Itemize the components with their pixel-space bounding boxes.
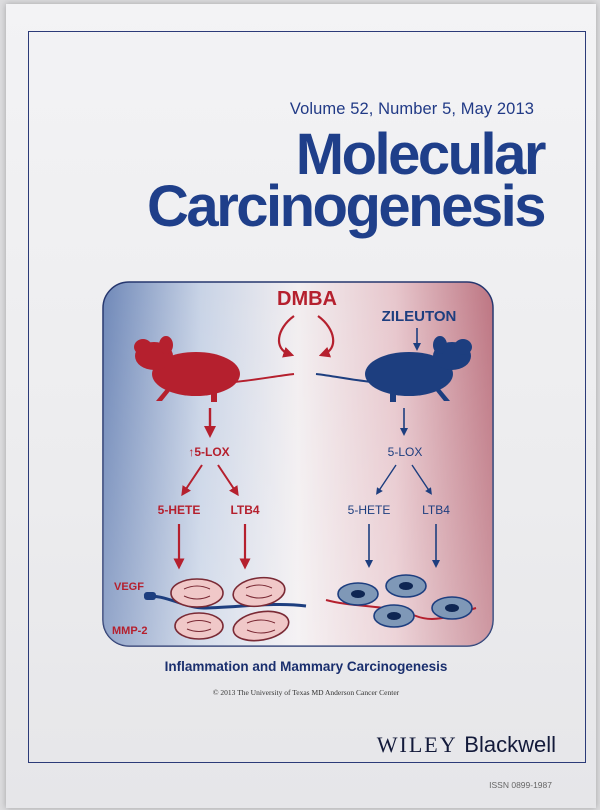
left-arrow-2a xyxy=(181,464,203,497)
publisher-sub: Blackwell xyxy=(464,732,556,757)
cover-figure: DMBA ZILEUTON ↑5-LOX xyxy=(102,281,494,647)
figure-caption: Inflammation and Mammary Carcinogenesis xyxy=(164,659,448,674)
cover-frame xyxy=(28,31,586,763)
journal-cover: Volume 52, Number 5, May 2013 Molecular … xyxy=(6,4,596,808)
left-arrow-2b xyxy=(217,464,239,497)
publisher-logo: WILEY Blackwell xyxy=(377,732,556,758)
issue-info: Volume 52, Number 5, May 2013 xyxy=(289,100,534,118)
right-enzyme: 5-LOX xyxy=(388,445,423,459)
issn-label: ISSN 0899-1987 xyxy=(489,780,552,790)
dmba-label: DMBA xyxy=(277,288,337,310)
publisher-main: WILEY xyxy=(376,732,457,757)
marker-mmp2: MMP-2 xyxy=(112,625,147,637)
right-metabolite2: LTB4 xyxy=(422,503,450,517)
dmba-arrow-left xyxy=(278,315,295,358)
journal-title-line2: Carcinogenesis xyxy=(147,174,546,239)
left-metabolite1: 5-HETE xyxy=(158,503,201,517)
tumor-cells-icon xyxy=(143,576,307,642)
marker-vegf: VEGF xyxy=(114,581,144,593)
dmba-arrow-right xyxy=(317,315,335,358)
copyright-text: © 2013 The University of Texas MD Anders… xyxy=(212,688,400,697)
normal-cells-icon xyxy=(325,574,477,628)
mouse-blue-icon xyxy=(315,336,472,402)
right-arrow-2a xyxy=(376,464,397,495)
left-metabolite2: LTB4 xyxy=(230,503,259,517)
right-arrow-2b xyxy=(411,464,432,495)
zileuton-label: ZILEUTON xyxy=(382,308,457,325)
journal-title-line1: Molecular xyxy=(295,122,547,187)
mouse-red-icon xyxy=(134,336,295,402)
left-enzyme: ↑5-LOX xyxy=(188,445,229,459)
right-metabolite1: 5-HETE xyxy=(348,503,391,517)
